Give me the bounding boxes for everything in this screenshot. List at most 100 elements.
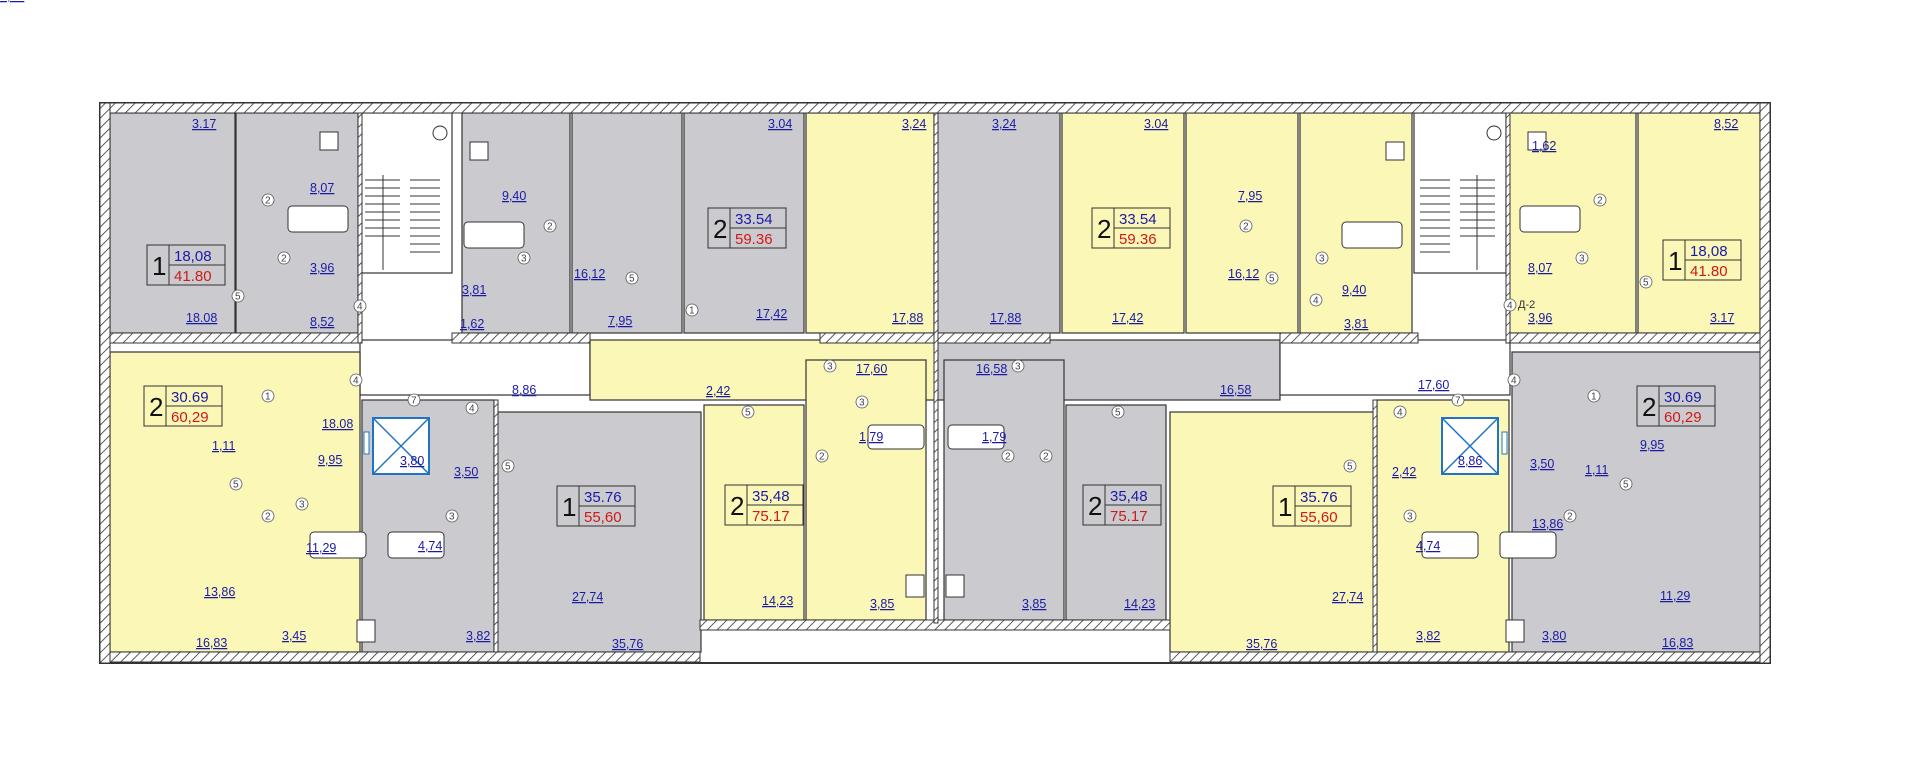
room-code-text: 3 [1407, 512, 1413, 523]
apartment-rooms: 1 [152, 251, 166, 281]
room-area: 16,58 [976, 362, 1007, 376]
room-top-5 [683, 112, 805, 334]
apartment-total-area: 75.17 [1110, 508, 1148, 525]
room-code: 3 [445, 509, 459, 523]
room-area: 17,60 [856, 362, 887, 376]
apartment-total-area: 75.17 [752, 508, 790, 525]
room-code: 1 [685, 303, 699, 317]
room-area: 3,96 [310, 261, 334, 275]
room-area: 3,45 [0, 0, 24, 3]
room-code-text: 4 [353, 376, 359, 387]
room-code-text: 5 [505, 462, 511, 473]
apartment-living-area: 33.54 [1119, 211, 1157, 228]
corridor-right [1279, 339, 1511, 396]
room-area: 3.04 [1144, 117, 1168, 131]
room-area: 17,88 [990, 311, 1021, 325]
room-area: 3.17 [1710, 311, 1734, 325]
room-bot-8 [1169, 411, 1376, 653]
room-code-text: 2 [1597, 196, 1603, 207]
room-area: 3,85 [1022, 597, 1046, 611]
room-code-text: 5 [1347, 462, 1353, 473]
room-code: 5 [501, 459, 515, 473]
room-area: 1,11 [212, 439, 235, 453]
room-area: 35,76 [612, 637, 643, 651]
door-label: Д-2 [1518, 299, 1535, 311]
room-area: 9,95 [318, 453, 342, 467]
apartment-total-area: 60,29 [171, 409, 209, 426]
room-code-text: 5 [1269, 274, 1275, 285]
fixtures-layer [287, 131, 1581, 643]
room-code: 3 [855, 395, 869, 409]
room-code: 5 [1343, 459, 1357, 473]
room-code: 3 [1011, 359, 1025, 373]
room-code: 5 [1619, 477, 1633, 491]
room-area: 8,07 [1528, 261, 1552, 275]
room-code-text: 5 [1643, 278, 1649, 289]
room-code: 3 [1575, 251, 1589, 265]
apartment-living-area: 35.76 [1300, 489, 1338, 506]
room-code-text: 5 [745, 408, 751, 419]
room-area: 1,11 [1585, 463, 1608, 477]
room-area: 16,12 [1228, 267, 1259, 281]
room-code-text: 2 [547, 222, 553, 233]
room-area: 2,42 [706, 384, 730, 398]
room-code: 4 [1507, 373, 1521, 387]
apartment-rooms: 2 [149, 392, 163, 422]
room-bot-4 [703, 404, 805, 621]
corridor-left [359, 339, 591, 396]
room-code: 4 [465, 401, 479, 415]
room-area: 18.08 [322, 417, 353, 431]
apartment-total-area: 41.80 [174, 268, 212, 285]
room-code: 3 [295, 497, 309, 511]
room-area: 14,23 [1124, 597, 1155, 611]
walls-layer [99, 102, 1771, 664]
room-code-text: 2 [819, 452, 825, 463]
room-area: 1,79 [859, 430, 883, 444]
stair-treads-left [365, 175, 440, 270]
room-area: 11,29 [1660, 589, 1690, 603]
elevator-left-icon [363, 417, 430, 475]
room-top-7 [935, 112, 1061, 334]
room-area: 35,76 [1246, 637, 1277, 651]
room-code-text: 3 [859, 398, 865, 409]
room-area: 3,50 [1530, 457, 1554, 471]
apartment-rooms: 2 [1642, 392, 1656, 422]
room-code: 1 [1587, 389, 1601, 403]
room-code: 2 [1563, 509, 1577, 523]
room-code-text: 1 [1591, 392, 1597, 403]
room-area: 7,95 [1238, 189, 1262, 203]
room-code: 5 [231, 289, 245, 303]
apartment-rooms: 2 [730, 491, 744, 521]
room-code-text: 5 [233, 480, 239, 491]
room-code-text: 2 [1243, 222, 1249, 233]
room-area: 8,52 [1714, 117, 1738, 131]
room-code: 5 [1111, 405, 1125, 419]
room-area: 13,86 [1532, 517, 1563, 531]
room-area: 9,40 [502, 189, 526, 203]
room-area: 3,81 [462, 283, 486, 297]
room-top-8 [1061, 112, 1185, 334]
room-area: 27,74 [572, 590, 603, 604]
room-code: 2 [1039, 449, 1053, 463]
room-code: 4 [1503, 298, 1517, 312]
stair-treads-right [1420, 175, 1495, 270]
room-code: 4 [1393, 405, 1407, 419]
apartment-rooms: 1 [1278, 492, 1292, 522]
room-area: 4,74 [1416, 539, 1440, 553]
room-area: 3,82 [466, 629, 490, 643]
room-code-text: 2 [281, 254, 287, 265]
room-area: 8,52 [310, 315, 334, 329]
room-code: 4 [349, 373, 363, 387]
room-bot-1 [109, 351, 361, 653]
room-code-text: 4 [1507, 301, 1513, 312]
room-area: 17,88 [892, 311, 923, 325]
room-code: 3 [823, 359, 837, 373]
room-code-text: 2 [1005, 452, 1011, 463]
